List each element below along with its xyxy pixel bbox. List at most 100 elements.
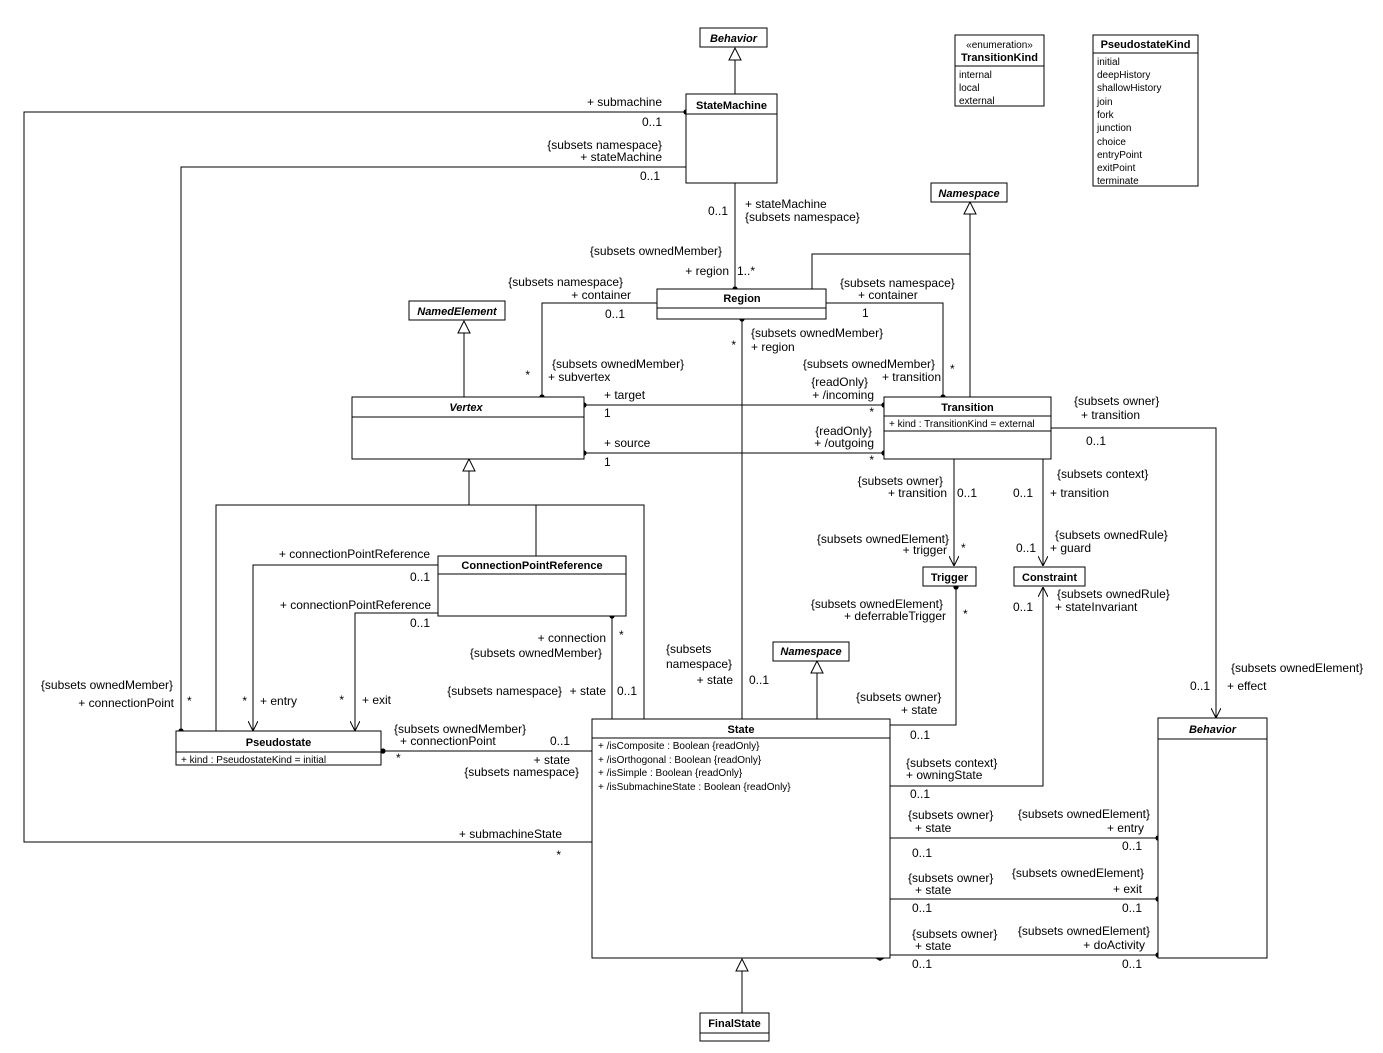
- role-label: + container: [571, 288, 631, 302]
- class-pseudostate[interactable]: Pseudostate + kind : PseudostateKind = i…: [175, 730, 382, 766]
- enum-literal: shallowHistory: [1097, 83, 1161, 94]
- class-behavior-top[interactable]: Behavior: [699, 27, 768, 48]
- role-label: + transition: [1081, 408, 1140, 422]
- multiplicity-label: 0..1: [617, 684, 637, 698]
- role-label: + state: [697, 673, 734, 687]
- class-name: FinalState: [708, 1018, 761, 1030]
- role-label: + state: [915, 939, 952, 953]
- assoc-region-subvertex: [539, 297, 677, 400]
- multiplicity-label: 1..*: [737, 264, 755, 278]
- gen-arrowhead-namedelement: [457, 319, 471, 334]
- multiplicity-label: *: [869, 405, 874, 419]
- role-label: + transition: [888, 486, 947, 500]
- class-vertex[interactable]: Vertex: [351, 396, 585, 460]
- multiplicity-label: 0..1: [912, 846, 932, 860]
- class-name: State: [728, 724, 755, 736]
- assoc-cpr-exit: [355, 612, 438, 731]
- multiplicity-label: 0..1: [1190, 679, 1210, 693]
- multiplicity-label: 0..1: [410, 616, 430, 630]
- attribute-kind: + kind : TransitionKind = external: [889, 419, 1035, 430]
- multiplicity-label: *: [187, 694, 192, 708]
- subsets-label: {subsets namespace}: [447, 684, 562, 698]
- role-label: + state: [915, 821, 952, 835]
- multiplicity-label: 1: [604, 406, 611, 420]
- assoc-cpr-entry: [253, 564, 438, 731]
- class-name: Namespace: [780, 646, 841, 658]
- class-name: Constraint: [1022, 572, 1077, 584]
- role-label: + connectionPointReference: [280, 598, 431, 612]
- enum-literal: external: [959, 96, 995, 107]
- subsets-label: {subsets owner}: [912, 927, 997, 941]
- subsets-label: {subsets ownedMember}: [590, 244, 722, 258]
- attribute-kind: + kind : PseudostateKind = initial: [181, 755, 326, 766]
- subsets-label: {subsets namespace}: [840, 276, 955, 290]
- attribute-issimple: + /isSimple : Boolean {readOnly}: [598, 768, 743, 779]
- subsets-label: {subsets ownedMember}: [552, 357, 684, 371]
- subsets-label: {subsets owner}: [856, 690, 941, 704]
- subsets-label: {subsets owner}: [1074, 394, 1159, 408]
- class-behavior-right[interactable]: Behavior: [1157, 717, 1268, 959]
- enum-literal: local: [959, 83, 980, 94]
- multiplicity-label: *: [963, 607, 968, 621]
- multiplicity-label: 0..1: [910, 728, 930, 742]
- class-name: NamedElement: [417, 306, 498, 318]
- multiplicity-label: *: [339, 693, 344, 707]
- subsets-label: {subsets namespace}: [464, 765, 579, 779]
- role-label: + /incoming: [812, 388, 874, 402]
- role-label: + target: [604, 388, 646, 402]
- role-label: + transition: [1050, 486, 1109, 500]
- multiplicity-label: *: [525, 368, 530, 382]
- role-label: + submachineState: [459, 827, 562, 841]
- subsets-label: {subsets ownedRule}: [1055, 528, 1168, 542]
- class-finalstate[interactable]: FinalState: [699, 1012, 770, 1042]
- role-label: + effect: [1227, 679, 1267, 693]
- multiplicity-label: 0..1: [1086, 434, 1106, 448]
- class-trigger[interactable]: Trigger: [922, 566, 977, 587]
- class-namespace-top[interactable]: Namespace: [930, 182, 1008, 203]
- multiplicity-label: *: [242, 694, 247, 708]
- role-label: + stateMachine: [580, 150, 662, 164]
- assoc-transition-effect: [1051, 428, 1216, 718]
- enum-literal: terminate: [1097, 176, 1139, 187]
- enum-pseudostatekind[interactable]: PseudostateKind initial deepHistory shal…: [1092, 34, 1199, 187]
- class-namedelement[interactable]: NamedElement: [408, 300, 506, 321]
- role-label: + state: [534, 753, 571, 767]
- role-label: + transition: [882, 370, 941, 384]
- class-state[interactable]: State + /isComposite : Boolean {readOnly…: [591, 718, 891, 959]
- multiplicity-label: 0..1: [605, 307, 625, 321]
- subsets-label: {subsets ownedMember}: [470, 646, 602, 660]
- enum-literal: deepHistory: [1097, 70, 1150, 81]
- subsets-label: {subsets ownedMember}: [751, 326, 883, 340]
- role-label: + connectionPoint: [78, 696, 174, 710]
- enum-literal: join: [1096, 97, 1113, 108]
- role-label: + state: [901, 703, 938, 717]
- associations: [23, 109, 1216, 961]
- gen-arrowhead-namespace-mid: [810, 659, 824, 674]
- class-transition[interactable]: Transition + kind : TransitionKind = ext…: [883, 396, 1052, 460]
- attribute-iscomposite: + /isComposite : Boolean {readOnly}: [598, 741, 760, 752]
- class-name: Behavior: [710, 33, 758, 45]
- assoc-state-stateinvariant: [890, 587, 1043, 786]
- class-statemachine[interactable]: StateMachine: [685, 93, 778, 184]
- class-region[interactable]: Region: [656, 288, 827, 320]
- class-connectionpointreference[interactable]: ConnectionPointReference: [437, 555, 627, 617]
- class-namespace-mid[interactable]: Namespace: [772, 641, 850, 662]
- role-label: + subvertex: [548, 370, 610, 384]
- enum-literal: exitPoint: [1097, 163, 1136, 174]
- subsets-label: {subsets ownedElement}: [1018, 924, 1150, 938]
- multiplicity-label: 0..1: [1122, 839, 1142, 853]
- role-label: + exit: [1113, 882, 1143, 896]
- multiplicity-label: *: [619, 628, 624, 642]
- role-label: + connectionPoint: [400, 734, 496, 748]
- enum-transitionkind[interactable]: «enumeration» TransitionKind internal lo…: [954, 34, 1045, 107]
- attribute-issubmachinestate: + /isSubmachineState : Boolean {readOnly…: [598, 782, 791, 793]
- multiplicity-label: 0..1: [1122, 957, 1142, 971]
- multiplicity-label: *: [961, 541, 966, 555]
- multiplicity-label: *: [731, 338, 736, 352]
- assoc-statemachine-connectionpoint: [178, 161, 706, 734]
- role-label: + entry: [260, 694, 297, 708]
- enum-literal: initial: [1097, 57, 1120, 68]
- class-name: Region: [723, 293, 761, 305]
- class-constraint[interactable]: Constraint: [1013, 566, 1086, 587]
- class-name: Pseudostate: [246, 737, 311, 749]
